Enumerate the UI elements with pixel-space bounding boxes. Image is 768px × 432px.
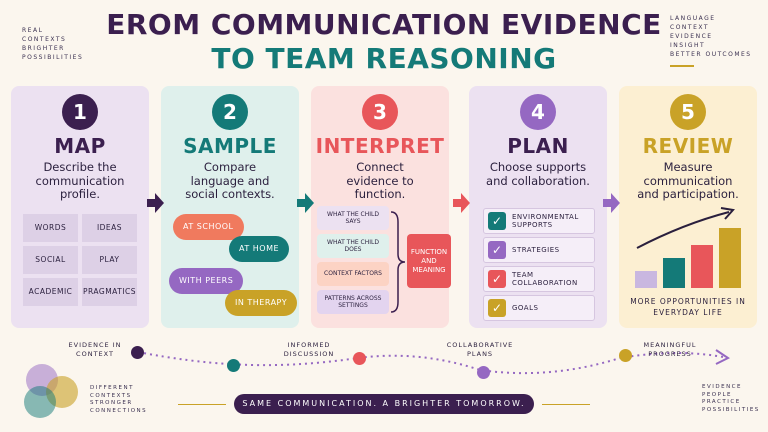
checkbox-icon: ✓ bbox=[488, 241, 506, 259]
profile-tile: PLAY bbox=[82, 246, 137, 274]
corner-line: STRONGER bbox=[90, 400, 133, 406]
plan-item: ✓ STRATEGIES bbox=[483, 237, 595, 263]
corner-tagline-top-right: LANGUAGE CONTEXT EVIDENCE INSIGHT BETTER… bbox=[670, 14, 752, 67]
checkbox-icon: ✓ bbox=[488, 212, 506, 230]
arrow-right-icon bbox=[297, 193, 314, 213]
step-card-map: 1 MAP Describe the communication profile… bbox=[11, 86, 149, 328]
step-card-review: 5 REVIEW Measure communication and parti… bbox=[619, 86, 757, 328]
footer-banner: SAME COMMUNICATION. A BRIGHTER TOMORROW. bbox=[234, 394, 534, 414]
profile-tile: SOCIAL bbox=[23, 246, 78, 274]
step-description: Compare language and social contexts. bbox=[185, 160, 275, 201]
context-bubble: IN THERAPY bbox=[225, 290, 298, 316]
arrow-right-icon bbox=[147, 193, 164, 213]
corner-line: CONTEXT bbox=[670, 24, 710, 31]
step-number: 2 bbox=[212, 94, 248, 130]
checkbox-icon: ✓ bbox=[488, 299, 506, 317]
profile-grid: WORDS IDEAS SOCIAL PLAY ACADEMIC PRAGMAT… bbox=[23, 214, 137, 306]
timeline-label: MEANINGFUL PROGRESS bbox=[643, 341, 697, 358]
plan-item-label: STRATEGIES bbox=[512, 246, 560, 254]
plan-item-label: TEAM COLLABORATION bbox=[512, 271, 578, 287]
profile-tile: PRAGMATICS bbox=[82, 278, 137, 306]
timeline-dot bbox=[477, 366, 490, 379]
plan-item: ✓ ENVIRONMENTAL SUPPORTS bbox=[483, 208, 595, 234]
review-bar bbox=[663, 258, 685, 288]
trend-arrow-icon bbox=[636, 207, 735, 249]
plan-item: ✓ TEAM COLLABORATION bbox=[483, 266, 595, 292]
function-meaning-box: FUNCTION AND MEANING bbox=[407, 234, 451, 288]
step-card-plan: 4 PLAN Choose supports and collaboration… bbox=[469, 86, 607, 328]
timeline-label: EVIDENCE IN CONTEXT bbox=[68, 341, 122, 358]
corner-line: BETTER OUTCOMES bbox=[670, 51, 752, 58]
step-description: Choose supports and collaboration. bbox=[486, 160, 590, 188]
step-heading: INTERPRET bbox=[315, 134, 445, 158]
review-caption: MORE OPPORTUNITIES IN EVERYDAY LIFE bbox=[630, 297, 746, 317]
checkbox-icon: ✓ bbox=[488, 270, 506, 288]
step-number: 3 bbox=[362, 94, 398, 130]
review-bar bbox=[719, 228, 741, 288]
title-line-2: TO TEAM REASONING bbox=[211, 42, 557, 75]
corner-line: LANGUAGE bbox=[670, 15, 716, 22]
step-heading: REVIEW bbox=[642, 134, 734, 158]
timeline-dot bbox=[619, 349, 632, 362]
review-bar bbox=[691, 245, 713, 288]
evidence-item: WHAT THE CHILD DOES bbox=[317, 234, 389, 258]
corner-line: POSSIBILITIES bbox=[22, 54, 84, 61]
corner-line: INSIGHT bbox=[670, 42, 706, 49]
evidence-item: PATTERNS ACROSS SETTINGS bbox=[317, 290, 389, 314]
step-number: 1 bbox=[62, 94, 98, 130]
context-bubble: AT SCHOOL bbox=[173, 214, 244, 240]
corner-line: PRACTICE bbox=[702, 399, 741, 405]
timeline-dot bbox=[131, 346, 144, 359]
context-bubble: AT HOME bbox=[229, 236, 290, 262]
gold-rule bbox=[542, 404, 590, 405]
corner-line: PEOPLE bbox=[702, 391, 732, 398]
step-number: 4 bbox=[520, 94, 556, 130]
step-heading: MAP bbox=[54, 134, 106, 158]
bottom-right-tagline: EVIDENCE PEOPLE PRACTICE POSSIBILITIES bbox=[702, 384, 760, 414]
corner-line: CONNECTIONS bbox=[90, 407, 148, 414]
step-card-interpret: 3 INTERPRET Connect evidence to function… bbox=[311, 86, 451, 328]
step-heading: PLAN bbox=[507, 134, 569, 158]
bottom-left-tagline: DIFFERENT CONTEXTS STRONGER CONNECTIONS bbox=[90, 385, 147, 415]
profile-tile: ACADEMIC bbox=[23, 278, 78, 306]
timeline-dot bbox=[227, 359, 240, 372]
corner-line: BRIGHTER bbox=[22, 45, 65, 52]
timeline-path bbox=[137, 349, 730, 375]
step-card-sample: 2 SAMPLE Compare language and social con… bbox=[161, 86, 299, 328]
corner-line: CONTEXTS bbox=[22, 36, 67, 43]
bracket-icon bbox=[390, 211, 406, 313]
step-description: Connect evidence to function. bbox=[346, 160, 414, 201]
evidence-item: CONTEXT FACTORS bbox=[317, 262, 389, 286]
profile-tile: WORDS bbox=[23, 214, 78, 242]
step-number: 5 bbox=[670, 94, 706, 130]
corner-line: EVIDENCE bbox=[702, 384, 742, 390]
timeline-label: INFORMED DISCUSSION bbox=[283, 341, 335, 358]
step-description: Describe the communication profile. bbox=[35, 160, 125, 201]
context-bubble: WITH PEERS bbox=[169, 268, 244, 294]
profile-tile: IDEAS bbox=[82, 214, 137, 242]
step-description: Measure communication and participation. bbox=[637, 160, 739, 201]
arrow-right-icon bbox=[453, 193, 470, 213]
step-heading: SAMPLE bbox=[183, 134, 277, 158]
gold-rule bbox=[178, 404, 226, 405]
corner-tagline-top-left: REAL CONTEXTS BRIGHTER POSSIBILITIES bbox=[22, 26, 83, 62]
plan-item-label: GOALS bbox=[512, 304, 539, 312]
title-line-1: EROM COMMUNICATION EVIDENCE bbox=[106, 8, 662, 41]
arrow-right-icon bbox=[603, 193, 620, 213]
timeline-dot bbox=[353, 352, 366, 365]
gold-rule bbox=[670, 65, 694, 67]
timeline-label: COLLABORATIVE PLANS bbox=[446, 341, 514, 358]
corner-line: CONTEXTS bbox=[90, 392, 132, 399]
overlapping-circles-icon bbox=[24, 364, 78, 418]
review-bar bbox=[635, 271, 657, 288]
corner-line: EVIDENCE bbox=[670, 33, 713, 40]
corner-line: POSSIBILITIES bbox=[702, 406, 760, 413]
corner-line: REAL bbox=[22, 27, 44, 34]
plan-item: ✓ GOALS bbox=[483, 295, 595, 321]
plan-item-label: ENVIRONMENTAL SUPPORTS bbox=[512, 213, 579, 229]
evidence-item: WHAT THE CHILD SAYS bbox=[317, 206, 389, 230]
corner-line: DIFFERENT bbox=[90, 385, 134, 391]
